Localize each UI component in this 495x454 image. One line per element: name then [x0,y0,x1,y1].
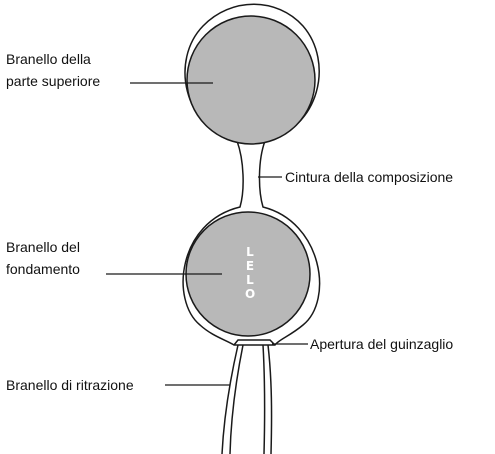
leash-opening [233,339,276,346]
retrieval-leash-inner [229,344,266,454]
label-waist: Cintura della composizione [285,169,454,185]
label-bottom-bead: Branello del fondamento [6,239,80,277]
retrieval-leash-outer [221,344,273,454]
top-bead [186,15,316,145]
brand-letters: LELO [245,245,256,301]
brand-logo: LELO [240,245,260,301]
label-retrieval-bead: Branello di ritrazione [6,377,134,393]
label-leash-opening: Apertura del guinzaglio [310,336,454,352]
label-top-bead: Branello della parte superiore [6,51,101,89]
